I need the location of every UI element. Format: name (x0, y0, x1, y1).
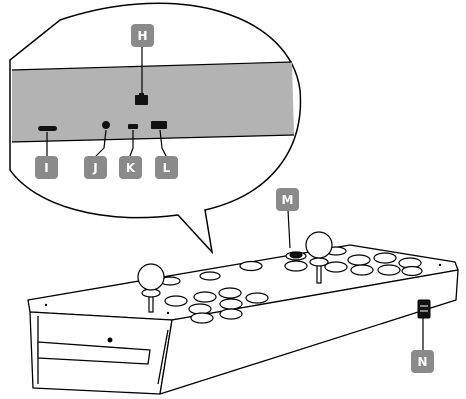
rear-panel (11, 61, 295, 143)
ethernet-port-icon (135, 93, 148, 105)
callout-m: M (276, 188, 299, 211)
leader-lines (46, 46, 424, 350)
usb-port-icon (151, 121, 167, 129)
callout-n: N (411, 350, 434, 373)
micro-switch-icon (128, 124, 138, 129)
callout-i: I (35, 156, 58, 179)
callout-h: H (131, 24, 154, 47)
arcade-button-icon-right-cluster (284, 252, 423, 277)
callout-m-text: M (282, 193, 294, 207)
callout-k-text: K (126, 161, 136, 175)
callout-h-text: H (137, 29, 147, 43)
callout-j: J (84, 156, 107, 179)
callout-l-text: L (163, 161, 171, 175)
callout-l: L (155, 156, 178, 179)
callout-k: K (119, 156, 142, 179)
screws (44, 263, 442, 315)
select-button (289, 251, 303, 259)
joystick-left (137, 263, 165, 313)
arcade-button-icon-left-cluster (164, 287, 269, 324)
arcade-stick-body (27, 244, 459, 395)
audio-jack-icon (102, 121, 110, 129)
side-switch-icon (417, 299, 431, 319)
callout-j-text: J (92, 161, 97, 175)
usb-c-port-icon (38, 126, 57, 131)
callout-n-text: N (417, 355, 427, 369)
joystick-right (305, 231, 333, 284)
callout-i-text: I (44, 161, 48, 175)
